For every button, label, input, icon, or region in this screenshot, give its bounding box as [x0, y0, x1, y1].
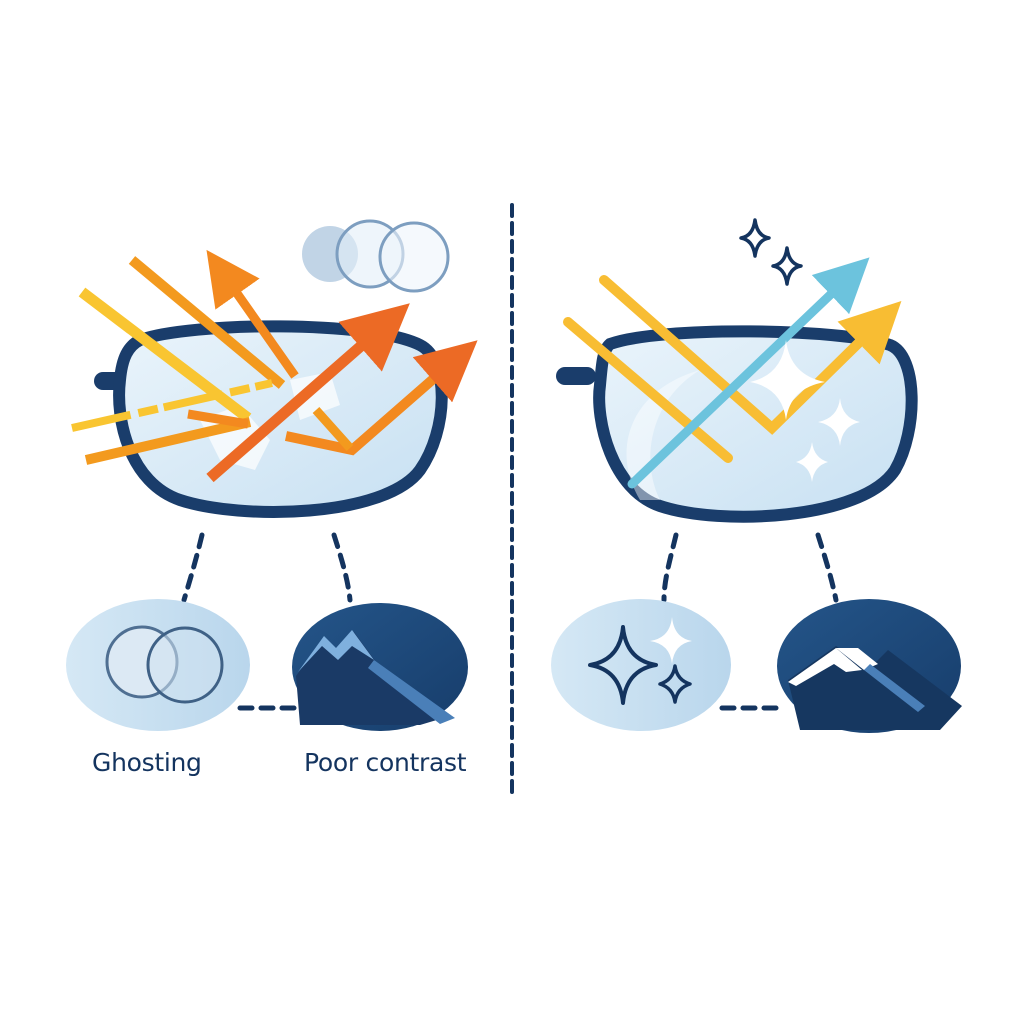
clear-contrast-icon [777, 599, 962, 733]
lens-sparkles-icon [750, 340, 860, 482]
glare-arrows-icon [71, 249, 478, 483]
left-panel-uncoated [66, 219, 478, 731]
ghost-circles-icon [302, 219, 450, 293]
ghosting-label: Ghosting [92, 748, 202, 777]
right-connectors [661, 532, 839, 711]
left-connectors [181, 532, 353, 711]
poor-contrast-icon [292, 603, 468, 731]
ghosting-icon [66, 599, 250, 731]
clarity-sparkles-icon [551, 599, 731, 731]
sparkle-stars-icon [739, 218, 803, 286]
transmitted-light-arrows-icon [563, 257, 902, 489]
poor-contrast-label: Poor contrast [304, 748, 467, 777]
right-panel-ar-coated [551, 218, 962, 733]
